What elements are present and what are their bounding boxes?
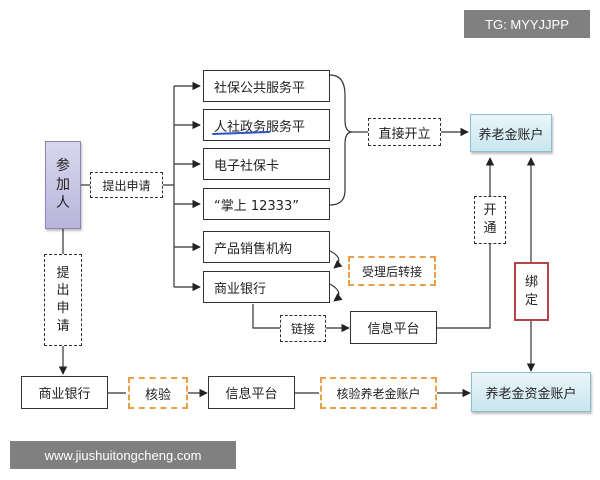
participant-char-2: 加	[56, 176, 70, 193]
commercial-bank-bottom: 商业银行	[21, 376, 108, 409]
bind-char-2: 定	[524, 292, 538, 308]
participant-box: 参 加 人	[45, 141, 81, 229]
submit-application-label: 提出申请	[90, 172, 163, 198]
info-platform-bottom: 信息平台	[208, 376, 295, 409]
line-bank-to-link	[252, 304, 280, 329]
submit-application-vertical: 提 出 申 请	[44, 254, 82, 346]
pension-account-box: 养老金账户	[470, 114, 552, 152]
info-platform-middle: 信息平台	[350, 311, 437, 344]
bind-char-1: 绑	[524, 274, 538, 290]
channels-brace	[329, 74, 353, 206]
direct-open-label: 直接开立	[368, 118, 441, 146]
bind-box: 绑 定	[514, 262, 549, 321]
participant-char-1: 参	[56, 157, 70, 174]
channel-e-social-card: 电子社保卡	[203, 148, 330, 180]
watermark-badge-bottom: www.jiushuitongcheng.com	[10, 441, 236, 469]
apply-char-3: 申	[56, 301, 70, 316]
accept-transfer-label: 受理后转接	[348, 256, 436, 286]
apply-char-2: 出	[56, 283, 70, 299]
watermark-badge-top: TG: MYYJJPP	[464, 10, 590, 38]
line-info-to-open	[437, 244, 491, 329]
link-label: 链接	[280, 315, 326, 342]
verify-pension-account-label: 核验养老金账户	[320, 377, 437, 409]
open-char-2: 通	[483, 221, 497, 236]
channel-commercial-bank: 商业银行	[203, 271, 330, 303]
channel-hr-gov-platform: 人社政务服务平	[203, 109, 330, 141]
open-char-1: 开	[483, 203, 497, 219]
curve-arrow-2	[327, 282, 343, 302]
apply-char-4: 请	[56, 318, 70, 334]
participant-char-3: 人	[56, 195, 70, 212]
apply-char-1: 提	[56, 265, 70, 281]
open-label: 开 通	[474, 196, 506, 244]
channel-12333-app: “掌上 12333”	[203, 188, 330, 220]
channel-social-security-platform: 社保公共服务平	[203, 70, 330, 102]
curve-arrow-1	[327, 249, 343, 269]
pension-fund-account-box: 养老金资金账户	[471, 372, 591, 412]
channel-product-sales-org: 产品销售机构	[203, 231, 330, 263]
verify-label: 核验	[128, 377, 188, 409]
